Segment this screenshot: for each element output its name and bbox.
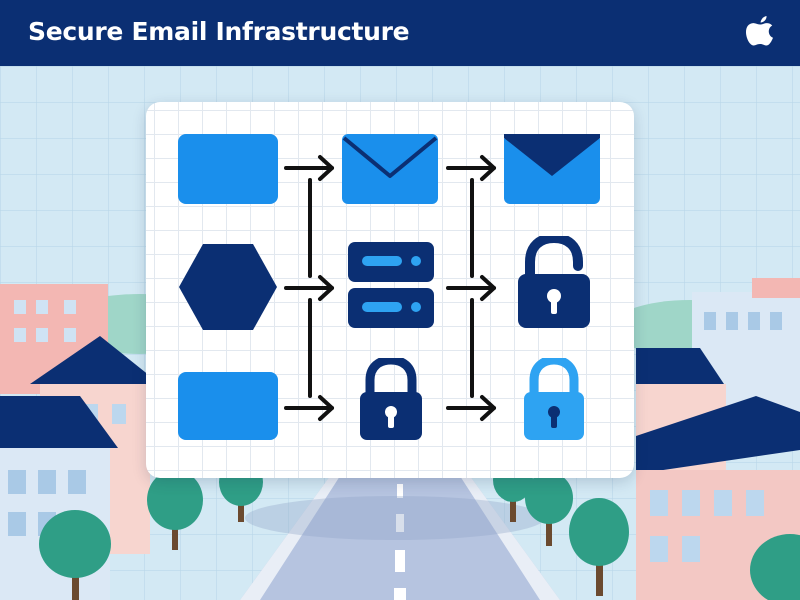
road-shadow: [245, 496, 545, 540]
tree: [750, 534, 800, 600]
hexagon-icon: [179, 244, 277, 330]
road: [240, 476, 560, 600]
blue-rectangle-icon: [178, 134, 278, 204]
blue-rectangle-icon: [178, 372, 278, 440]
tree: [525, 472, 573, 546]
tree: [39, 510, 111, 600]
envelope-icon: [504, 134, 600, 204]
server-icon: [348, 242, 434, 328]
tree: [147, 470, 203, 550]
bracket-arrow-icon: [446, 155, 496, 421]
diagram-card: [146, 102, 634, 478]
page-title: Secure Email Infrastructure: [28, 17, 410, 46]
envelope-icon: [342, 134, 438, 204]
padlock-icon: [524, 358, 584, 440]
apple-logo-icon: [746, 16, 773, 46]
header-bar: Secure Email Infrastructure: [0, 0, 800, 66]
padlock-icon: [360, 358, 422, 440]
tree: [569, 498, 629, 596]
bracket-arrow-icon: [284, 155, 334, 421]
padlock-icon: [518, 236, 590, 328]
